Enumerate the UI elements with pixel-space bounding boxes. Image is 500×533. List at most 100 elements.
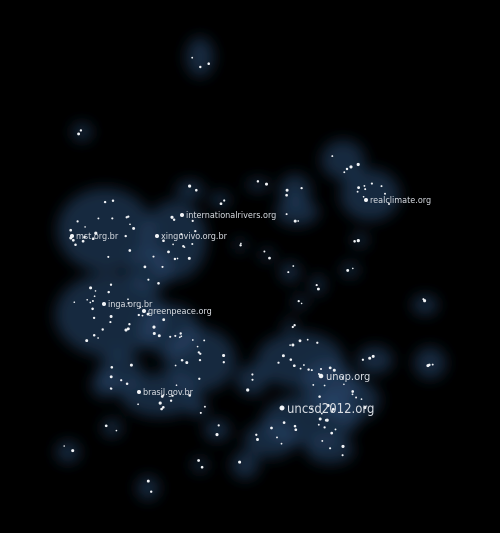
network-node[interactable] (251, 373, 253, 375)
network-node[interactable] (97, 217, 99, 219)
network-node[interactable] (276, 436, 278, 438)
network-node[interactable] (91, 308, 94, 311)
network-node[interactable] (357, 239, 360, 242)
network-node[interactable] (167, 251, 170, 254)
network-node[interactable] (74, 244, 77, 247)
network-node[interactable] (246, 388, 249, 391)
network-node[interactable] (300, 187, 302, 189)
network-node[interactable] (180, 332, 182, 334)
network-node[interactable] (150, 491, 152, 493)
network-node[interactable] (319, 418, 322, 421)
network-node[interactable] (110, 375, 113, 378)
network-node[interactable] (85, 339, 88, 342)
network-node[interactable] (320, 368, 322, 370)
network-node[interactable] (107, 256, 109, 258)
network-node[interactable] (72, 239, 75, 242)
network-node[interactable] (162, 406, 165, 409)
network-node[interactable] (321, 440, 323, 442)
network-node[interactable] (95, 290, 97, 292)
network-node[interactable] (153, 332, 156, 335)
network-node[interactable] (144, 266, 147, 269)
network-node[interactable] (255, 434, 257, 436)
network-node[interactable] (323, 426, 325, 428)
network-node[interactable] (110, 388, 112, 390)
network-node[interactable] (220, 202, 223, 205)
network-node[interactable] (331, 155, 333, 157)
node-realclimate[interactable] (364, 198, 368, 202)
network-node[interactable] (200, 412, 202, 414)
network-node[interactable] (89, 302, 91, 304)
network-node[interactable] (188, 257, 191, 260)
network-node[interactable] (363, 185, 365, 187)
network-node[interactable] (76, 220, 78, 222)
network-node[interactable] (181, 359, 183, 361)
network-node[interactable] (346, 168, 348, 170)
network-node[interactable] (169, 336, 171, 338)
network-node[interactable] (199, 353, 201, 355)
network-node[interactable] (352, 268, 354, 270)
network-node[interactable] (142, 315, 144, 317)
network-node[interactable] (297, 220, 299, 222)
network-node[interactable] (80, 129, 82, 131)
network-node[interactable] (101, 328, 103, 330)
network-node[interactable] (286, 213, 288, 215)
network-node[interactable] (191, 57, 193, 59)
network-node[interactable] (318, 395, 321, 398)
network-node[interactable] (301, 303, 303, 305)
network-node[interactable] (316, 284, 318, 286)
network-node[interactable] (307, 339, 309, 341)
node-inga[interactable] (102, 302, 106, 306)
network-node[interactable] (110, 315, 113, 318)
network-node[interactable] (330, 432, 333, 435)
network-node[interactable] (128, 323, 130, 325)
network-node[interactable] (204, 406, 206, 408)
network-node[interactable] (137, 403, 139, 405)
network-node[interactable] (384, 193, 386, 195)
network-node[interactable] (94, 295, 96, 297)
node-internationalrivers[interactable] (180, 213, 184, 217)
network-node[interactable] (329, 447, 331, 449)
network-node[interactable] (335, 428, 337, 430)
network-node[interactable] (111, 217, 113, 219)
network-node[interactable] (199, 66, 201, 68)
network-node[interactable] (120, 379, 122, 381)
network-node[interactable] (324, 385, 326, 387)
network-node[interactable] (111, 366, 114, 369)
network-node[interactable] (289, 344, 291, 346)
network-node[interactable] (422, 298, 424, 300)
network-node[interactable] (239, 244, 241, 246)
network-node[interactable] (116, 430, 118, 432)
network-node[interactable] (239, 462, 241, 464)
network-node[interactable] (138, 314, 140, 316)
network-node[interactable] (161, 266, 163, 268)
network-node[interactable] (316, 342, 318, 344)
network-node[interactable] (222, 354, 225, 357)
network-node[interactable] (268, 257, 271, 260)
network-node[interactable] (263, 251, 265, 253)
network-node[interactable] (172, 244, 174, 246)
network-node[interactable] (105, 424, 108, 427)
network-node[interactable] (270, 427, 273, 430)
network-node[interactable] (197, 459, 200, 462)
network-node[interactable] (240, 243, 242, 245)
node-xinguvivo[interactable] (155, 234, 159, 238)
network-node[interactable] (188, 185, 191, 188)
network-node[interactable] (294, 220, 297, 223)
network-node[interactable] (201, 466, 204, 469)
network-node[interactable] (124, 328, 127, 331)
network-node[interactable] (371, 183, 373, 185)
network-node[interactable] (129, 223, 131, 225)
network-node[interactable] (346, 269, 349, 272)
network-node[interactable] (89, 286, 92, 289)
network-node[interactable] (290, 358, 293, 361)
network-node[interactable] (256, 438, 259, 441)
network-node[interactable] (176, 384, 178, 386)
network-node[interactable] (357, 191, 359, 193)
node-uncsd[interactable] (280, 406, 285, 411)
network-node[interactable] (130, 364, 133, 367)
network-node[interactable] (174, 258, 176, 260)
network-node[interactable] (326, 419, 329, 422)
network-node[interactable] (170, 216, 173, 219)
network-node[interactable] (294, 425, 297, 428)
network-node[interactable] (349, 165, 352, 168)
